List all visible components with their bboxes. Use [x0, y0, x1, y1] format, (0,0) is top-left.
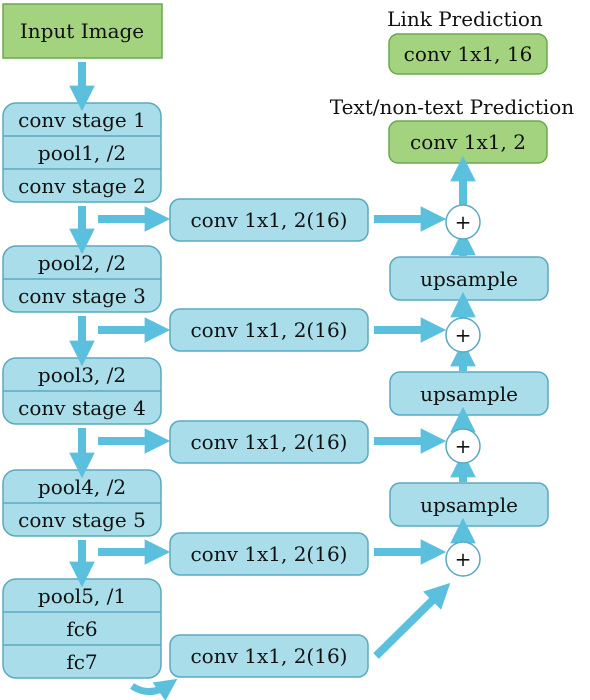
- side-conv-4: conv 1x1, 2(16): [169, 532, 369, 576]
- input-image-node: Input Image: [2, 3, 163, 59]
- input-image-label: Input Image: [20, 19, 144, 43]
- sum-node-4-label: +: [455, 547, 472, 571]
- upsample-3-label: upsample: [420, 493, 518, 517]
- upsample-2-label: upsample: [420, 382, 518, 406]
- sum-node-2: +: [445, 317, 481, 353]
- upsample-1: upsample: [389, 256, 549, 301]
- link-prediction-box-label: conv 1x1, 16: [404, 42, 533, 66]
- sum-node-3: +: [445, 428, 481, 464]
- arrows: [69, 62, 476, 700]
- pool1-label: pool1, /2: [38, 141, 126, 165]
- side-conv-1: conv 1x1, 2(16): [169, 198, 369, 242]
- sum-node-1-label: +: [455, 210, 472, 234]
- conv-stage-3-label: conv stage 3: [18, 284, 146, 308]
- side-conv-2-label: conv 1x1, 2(16): [190, 318, 347, 342]
- backbone-block-2: pool2, /2 conv stage 3: [2, 245, 162, 313]
- sum-node-2-label: +: [455, 323, 472, 347]
- pool3-label: pool3, /2: [38, 363, 126, 387]
- conv-stage-5-label: conv stage 5: [18, 508, 146, 532]
- backbone-block-4: pool4, /2 conv stage 5: [2, 469, 162, 537]
- sum-node-4: +: [445, 541, 481, 577]
- side-conv-1-label: conv 1x1, 2(16): [190, 208, 347, 232]
- side-conv-3: conv 1x1, 2(16): [169, 420, 369, 464]
- pool2-label: pool2, /2: [38, 251, 126, 275]
- upsample-1-label: upsample: [420, 267, 518, 291]
- conv-stage-2-label: conv stage 2: [18, 174, 146, 198]
- backbone-block-5: pool5, /1 fc6 fc7: [2, 578, 162, 679]
- text-prediction-node: conv 1x1, 2: [388, 120, 548, 164]
- backbone-block-1: conv stage 1 pool1, /2 conv stage 2: [2, 102, 162, 203]
- side-conv-4-label: conv 1x1, 2(16): [190, 542, 347, 566]
- upsample-2: upsample: [389, 371, 549, 416]
- upsample-3: upsample: [389, 482, 549, 527]
- sum-node-3-label: +: [455, 434, 472, 458]
- text-prediction-title: Text/non-text Prediction: [330, 95, 575, 119]
- side-conv-5-label: conv 1x1, 2(16): [190, 644, 347, 668]
- conv-stage-1-label: conv stage 1: [18, 108, 146, 132]
- text-prediction-box-label: conv 1x1, 2: [410, 130, 526, 154]
- side-conv-2: conv 1x1, 2(16): [169, 308, 369, 352]
- arrow-to-side-conv-5: [130, 678, 178, 700]
- side-conv-3-label: conv 1x1, 2(16): [190, 430, 347, 454]
- arrow-side-conv-5-to-plus: [373, 582, 451, 659]
- fc7-label: fc7: [66, 650, 97, 674]
- side-conv-5: conv 1x1, 2(16): [169, 634, 369, 678]
- sum-node-1: +: [445, 204, 481, 240]
- link-prediction-title: Link Prediction: [387, 7, 543, 31]
- conv-stage-4-label: conv stage 4: [18, 396, 146, 420]
- link-prediction-node: conv 1x1, 16: [388, 33, 548, 75]
- pool5-label: pool5, /1: [38, 584, 126, 608]
- pool4-label: pool4, /2: [38, 475, 126, 499]
- backbone-block-3: pool3, /2 conv stage 4: [2, 357, 162, 425]
- fc6-label: fc6: [66, 617, 97, 641]
